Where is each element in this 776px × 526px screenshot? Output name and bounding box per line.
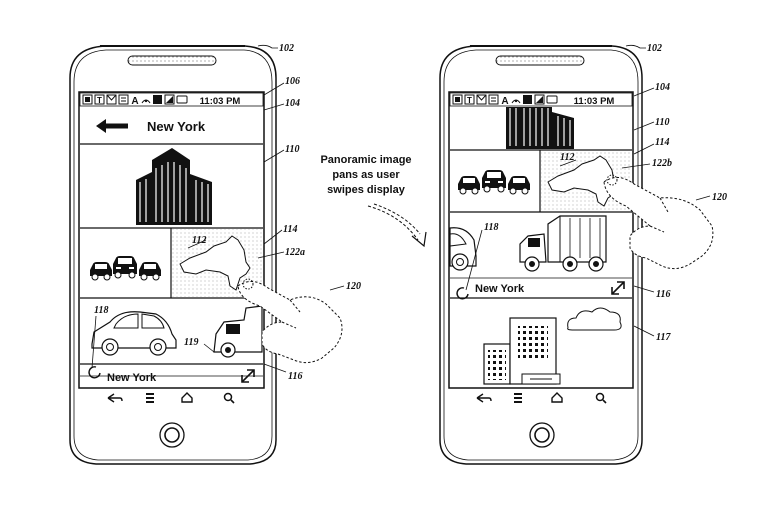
speaker-grille xyxy=(495,55,585,66)
nav-bar xyxy=(476,392,607,404)
refresh-icon[interactable] xyxy=(456,287,469,300)
expand-icon[interactable] xyxy=(611,281,625,295)
caption-line-1: Panoramic image xyxy=(320,154,411,166)
expand-icon[interactable] xyxy=(241,369,255,383)
trackball[interactable] xyxy=(159,422,185,448)
ref-112: 112 xyxy=(192,235,206,246)
status-bar: T A 11:03 PM xyxy=(79,92,264,107)
header: New York xyxy=(80,119,263,145)
status-bar: T A 11:03 PM xyxy=(449,92,633,107)
cloud-icon xyxy=(567,307,622,331)
back-arrow-icon[interactable] xyxy=(96,119,128,133)
building-panel[interactable] xyxy=(450,107,632,151)
location-bar[interactable]: New York xyxy=(456,281,625,300)
status-time: 11:03 PM xyxy=(200,96,241,107)
ref-102: 102 xyxy=(279,43,294,54)
ref-112: 112 xyxy=(560,152,574,163)
nav-menu-icon[interactable] xyxy=(146,393,154,403)
cars-icon[interactable] xyxy=(90,256,161,281)
ref-119: 119 xyxy=(184,337,198,348)
svg-text:T: T xyxy=(467,96,472,105)
location-label: New York xyxy=(475,283,525,295)
building-icon xyxy=(506,107,574,149)
right-phone: T A 11:03 PM xyxy=(439,43,727,465)
panorama-panel[interactable]: New York xyxy=(449,215,632,300)
ref-106: 106 xyxy=(285,76,300,87)
nav-back-icon[interactable] xyxy=(107,393,123,403)
hand-icon xyxy=(603,174,714,270)
hand-icon xyxy=(237,278,343,364)
refresh-icon[interactable] xyxy=(88,366,101,379)
ref-102: 102 xyxy=(647,43,662,54)
svg-text:T: T xyxy=(97,96,102,105)
nav-home-icon[interactable] xyxy=(181,392,193,403)
svg-text:A: A xyxy=(501,96,508,107)
ref-120: 120 xyxy=(712,192,727,203)
building-icon xyxy=(136,148,212,225)
panorama-panel[interactable]: New York xyxy=(80,305,263,384)
header-title: New York xyxy=(147,119,206,134)
ref-118: 118 xyxy=(484,222,498,233)
office-building-icon xyxy=(483,317,561,385)
nav-back-icon[interactable] xyxy=(476,393,492,403)
ref-114: 114 xyxy=(655,137,669,148)
ref-116: 116 xyxy=(288,371,302,382)
office-panel[interactable] xyxy=(483,307,622,385)
location-bar[interactable]: New York xyxy=(80,366,263,384)
reference-labels: 102 106 104 110 114 112 122a 120 118 119… xyxy=(91,43,361,382)
left-phone: T A 11:03 PM New York xyxy=(69,43,361,465)
ref-118: 118 xyxy=(94,305,108,316)
ref-110: 110 xyxy=(655,117,669,128)
caption: Panoramic image pans as user swipes disp… xyxy=(320,154,411,196)
status-icons: T A xyxy=(82,94,188,107)
ref-104: 104 xyxy=(285,98,300,109)
trackball[interactable] xyxy=(529,422,555,448)
car-icon xyxy=(449,227,477,271)
svg-text:A: A xyxy=(131,96,138,107)
ref-122a: 122a xyxy=(285,247,305,258)
car-icon xyxy=(91,311,177,356)
swipe-arrow-icon xyxy=(367,203,427,248)
reference-labels: 102 104 110 114 112 122b 120 118 116 117 xyxy=(465,43,727,343)
truck-icon xyxy=(213,305,263,358)
cars-icon[interactable] xyxy=(458,170,530,195)
ref-110: 110 xyxy=(285,144,299,155)
caption-line-2: pans as user xyxy=(332,169,400,181)
ref-122b: 122b xyxy=(652,158,672,169)
ref-117: 117 xyxy=(656,332,671,343)
nav-menu-icon[interactable] xyxy=(514,393,522,403)
ref-116: 116 xyxy=(656,289,670,300)
nav-home-icon[interactable] xyxy=(551,392,563,403)
truck-icon xyxy=(519,215,607,272)
ref-114: 114 xyxy=(283,224,297,235)
status-icons: T A xyxy=(452,94,558,107)
location-label: New York xyxy=(107,372,157,384)
ref-104: 104 xyxy=(655,82,670,93)
speaker-grille xyxy=(127,55,217,66)
nav-search-icon[interactable] xyxy=(595,392,607,404)
status-time: 11:03 PM xyxy=(574,96,615,107)
nav-search-icon[interactable] xyxy=(223,392,235,404)
nav-bar xyxy=(107,392,235,404)
ref-120: 120 xyxy=(346,281,361,292)
caption-line-3: swipes display xyxy=(327,184,406,196)
